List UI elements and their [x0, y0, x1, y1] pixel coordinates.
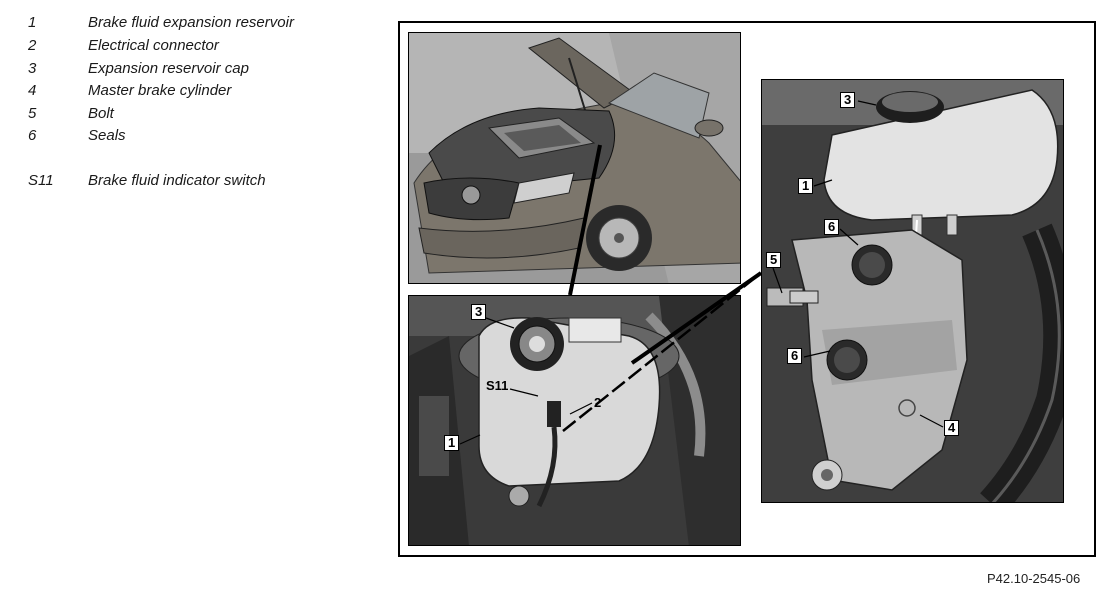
callout-reservoir-cap: 3 — [840, 92, 856, 108]
callout-electrical-connector: 2 — [594, 395, 602, 410]
legend-text: Master brake cylinder — [88, 82, 232, 99]
legend-number: 2 — [28, 37, 37, 54]
legend-number: 6 — [28, 127, 37, 144]
legend-text: Seals — [88, 127, 126, 144]
legend-number: 1 — [28, 14, 37, 31]
callout-seal: 6 — [824, 219, 840, 235]
callout-expansion-reservoir: 1 — [444, 435, 460, 451]
engine-bay-panel — [408, 295, 741, 546]
car-overview-panel — [408, 32, 741, 284]
legend-number: 3 — [28, 60, 37, 77]
legend-number: 5 — [28, 105, 37, 122]
illustration-frame: 3 S11 2 1 3 1 6 5 6 4 — [398, 21, 1096, 557]
car-illustration — [409, 33, 740, 283]
legend-text: Expansion reservoir cap — [88, 60, 249, 77]
legend-number: 4 — [28, 82, 37, 99]
callout-bolt: 5 — [766, 252, 782, 268]
master-cylinder-illustration — [762, 80, 1063, 502]
legend-text: Electrical connector — [88, 37, 219, 54]
callout-expansion-reservoir: 1 — [798, 178, 814, 194]
callout-seal: 6 — [787, 348, 803, 364]
figure-id: P42.10-2545-06 — [987, 571, 1081, 586]
legend-text: Bolt — [88, 105, 114, 122]
callout-master-cylinder: 4 — [944, 420, 960, 436]
callout-reservoir-cap: 3 — [471, 304, 487, 320]
legend-number: S11 — [28, 172, 54, 189]
legend-text: Brake fluid indicator switch — [88, 172, 266, 189]
legend-text: Brake fluid expansion reservoir — [88, 14, 294, 31]
engine-bay-illustration — [409, 296, 740, 545]
callout-indicator-switch: S11 — [486, 378, 509, 393]
master-cylinder-panel — [761, 79, 1064, 503]
